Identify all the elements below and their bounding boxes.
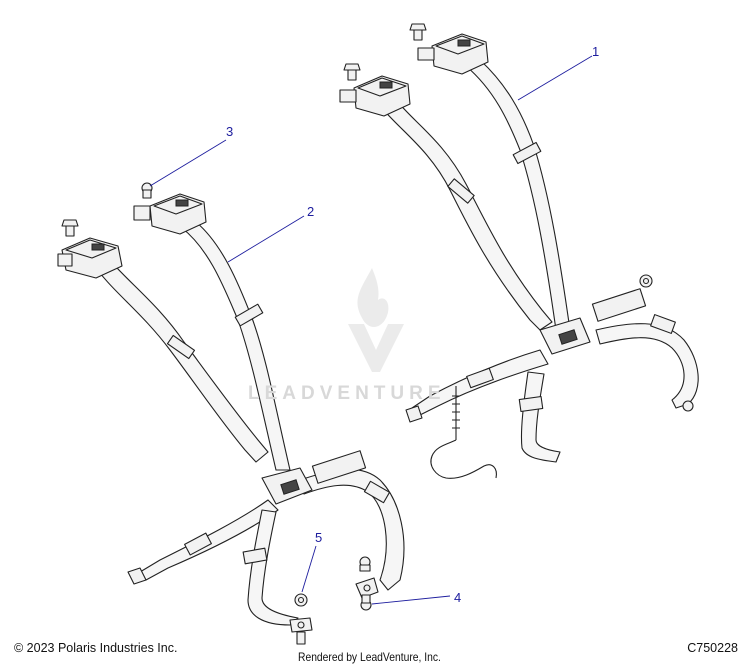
right-harness-buckle: [539, 317, 591, 355]
nut-icon: [639, 274, 653, 288]
callout-4-leader: [371, 595, 451, 605]
strap-adjuster: [184, 532, 212, 556]
strap-adjuster: [242, 547, 268, 565]
bolt-icon: [296, 631, 306, 645]
left-harness-buckle: [261, 467, 313, 505]
watermark-text: LEADVENTURE: [248, 383, 446, 404]
left-retractor-head-inner: [133, 193, 207, 235]
wire-coil: [452, 395, 460, 429]
right-seat-belt-assembly: [339, 23, 699, 479]
right-outer-shoulder-strap: [381, 101, 553, 331]
left-retractor-head-outer: [57, 237, 123, 279]
left-seat-belt-assembly: [57, 182, 405, 645]
strap-adjuster: [466, 367, 494, 389]
bolt-icon: [127, 567, 147, 585]
callout-5-leader: [301, 545, 317, 593]
strap-adjuster: [363, 480, 391, 504]
callout-4: 4: [454, 590, 461, 605]
part-code: C750228: [687, 641, 738, 655]
left-inner-shoulder-strap: [181, 221, 291, 471]
strap-adjuster: [166, 334, 196, 360]
copyright-text: © 2023 Polaris Industries Inc.: [14, 641, 178, 655]
right-lap-strap-right: [595, 323, 699, 409]
strap-adjuster: [512, 141, 542, 165]
bolt-icon: [343, 63, 361, 81]
right-retractor-head-outer: [339, 75, 411, 117]
rendered-by-text: Rendered by LeadVenture, Inc.: [298, 650, 441, 664]
latch-plate: [311, 450, 367, 484]
callout-2: 2: [307, 204, 314, 219]
bolt-icon: [359, 556, 371, 572]
nut-icon: [294, 593, 308, 607]
callout-3: 3: [226, 124, 233, 139]
bolt-icon: [405, 405, 423, 423]
strap-adjuster: [234, 303, 264, 327]
callout-5: 5: [315, 530, 322, 545]
left-outer-shoulder-strap: [91, 257, 269, 463]
leadventure-watermark-logo: [348, 268, 404, 372]
callout-1: 1: [592, 44, 599, 59]
bolt-icon: [409, 23, 427, 41]
latch-plate: [591, 288, 647, 322]
callout-1-leader: [517, 55, 593, 101]
strap-adjuster: [447, 178, 475, 204]
anchor-plate: [355, 577, 379, 599]
callout-2-leader: [227, 215, 305, 263]
strap-adjuster: [518, 395, 544, 413]
strap-adjuster: [650, 314, 676, 334]
bolt-icon: [61, 219, 79, 237]
left-crotch-strap: [247, 509, 299, 626]
bolt-icon: [141, 182, 153, 199]
right-retractor-head-inner: [417, 33, 489, 75]
callout-3-leader: [149, 139, 227, 187]
bolt-icon: [360, 594, 372, 611]
right-crotch-strap: [520, 371, 561, 463]
anchor-plate: [289, 617, 313, 633]
anchor-plate: [682, 400, 694, 412]
seat-belt-sensor-wire: [430, 386, 497, 479]
